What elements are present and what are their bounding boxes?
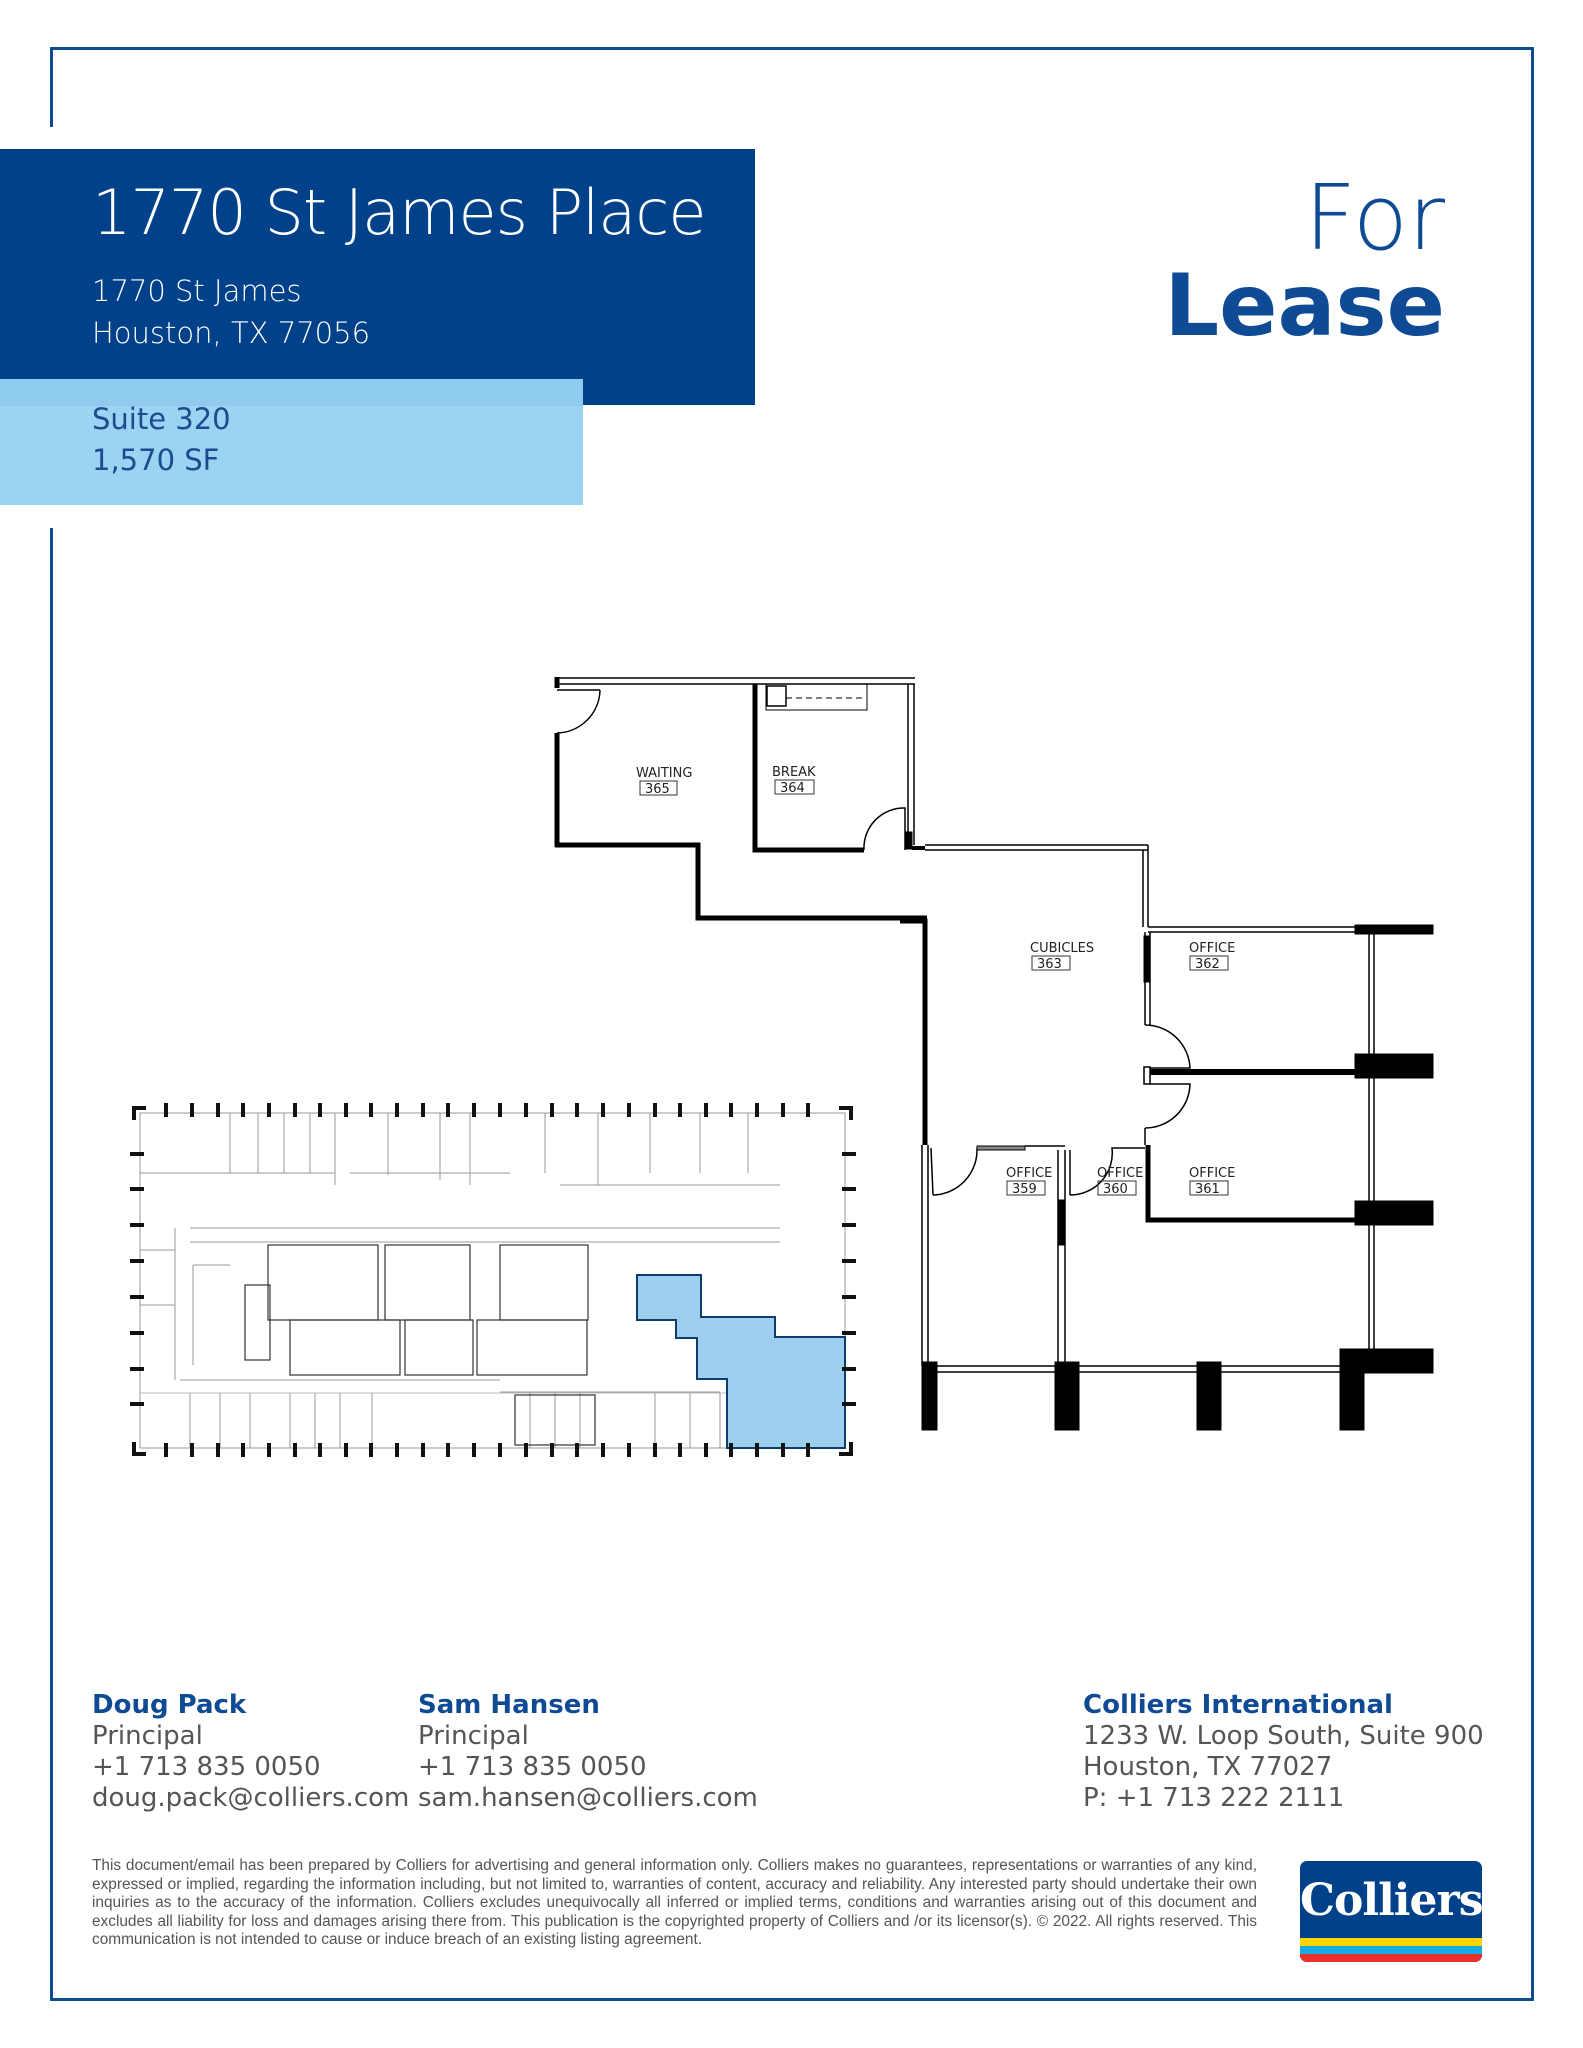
office-info: Colliers International 1233 W. Loop Sout…: [1083, 1690, 1484, 1814]
page-border-left-top: [50, 47, 53, 127]
address-line-1: 1770 St James: [92, 274, 302, 308]
room-number-363: 363: [1037, 957, 1062, 972]
contact-title: Principal: [92, 1721, 203, 1751]
room-name-365: WAITING: [636, 766, 692, 781]
for-label: For: [1304, 166, 1445, 271]
room-number-365: 365: [645, 782, 670, 797]
contact-phone[interactable]: +1 713 835 0050: [418, 1752, 647, 1782]
logo-stripe-yellow: [1300, 1938, 1482, 1946]
room-number-364: 364: [780, 781, 805, 796]
contact-sam-hansen: Sam Hansen Principal +1 713 835 0050 sam…: [418, 1690, 758, 1814]
contact-email[interactable]: sam.hansen@colliers.com: [418, 1783, 758, 1813]
room-number-359: 359: [1012, 1182, 1037, 1197]
logo-stripe-cyan: [1300, 1946, 1482, 1954]
header-overlap-band: [0, 379, 583, 406]
key-plan-columns: [130, 1103, 856, 1457]
room-number-360: 360: [1103, 1182, 1128, 1197]
office-phone[interactable]: P: +1 713 222 2111: [1083, 1783, 1345, 1813]
room-name-359: OFFICE: [1006, 1166, 1052, 1181]
highlighted-suite: [636, 1274, 846, 1449]
address-line-2: Houston, TX 77056: [92, 316, 371, 350]
room-labels: WAITING 365 BREAK 364 CUBICLES 363 OFFIC…: [636, 765, 1235, 1197]
page-border-top: [50, 47, 1534, 50]
office-address-1: 1233 W. Loop South, Suite 900: [1083, 1721, 1484, 1751]
room-name-363: CUBICLES: [1030, 941, 1094, 956]
room-name-362: OFFICE: [1189, 941, 1235, 956]
room-name-360: OFFICE: [1097, 1166, 1143, 1181]
header-title-block: [0, 149, 755, 405]
office-name: Colliers International: [1083, 1690, 1393, 1720]
suite-number: Suite 320: [92, 402, 231, 436]
lease-label: Lease: [1164, 256, 1445, 356]
logo-wordmark: Colliers: [1300, 1875, 1482, 1926]
suite-area: 1,570 SF: [92, 443, 220, 477]
room-number-361: 361: [1195, 1182, 1220, 1197]
page-border-left-bottom: [50, 528, 53, 2001]
room-number-362: 362: [1195, 957, 1220, 972]
property-title: 1770 St James Place: [92, 176, 707, 249]
contact-title: Principal: [418, 1721, 529, 1751]
contact-name: Doug Pack: [92, 1690, 247, 1720]
contact-name: Sam Hansen: [418, 1690, 600, 1720]
room-name-361: OFFICE: [1189, 1166, 1235, 1181]
contact-email[interactable]: doug.pack@colliers.com: [92, 1783, 410, 1813]
legal-disclaimer: This document/email has been prepared by…: [92, 1857, 1257, 1949]
page-border-bottom: [50, 1998, 1534, 2001]
colliers-logo: Colliers: [1300, 1861, 1482, 1962]
room-name-364: BREAK: [772, 765, 816, 780]
contact-phone[interactable]: +1 713 835 0050: [92, 1752, 321, 1782]
logo-stripe-red: [1300, 1954, 1482, 1962]
contact-doug-pack: Doug Pack Principal +1 713 835 0050 doug…: [92, 1690, 409, 1814]
page-border-right: [1531, 47, 1534, 2001]
office-address-2: Houston, TX 77027: [1083, 1752, 1333, 1782]
